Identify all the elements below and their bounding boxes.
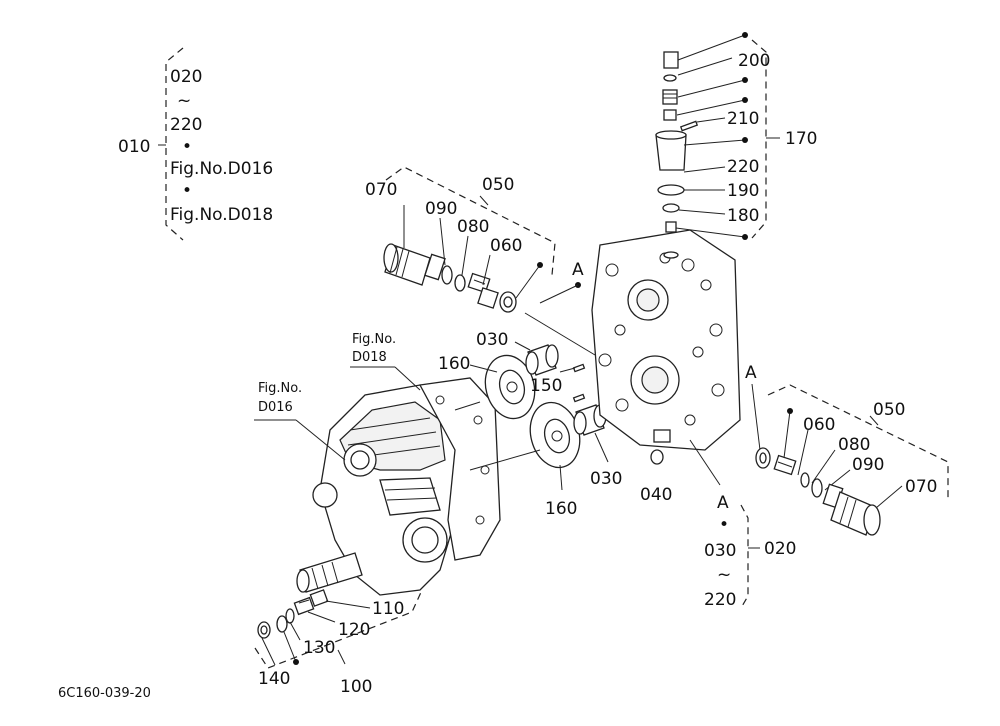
part-label-010[interactable]: 010 xyxy=(118,137,150,157)
part-040[interactable] xyxy=(650,449,664,465)
part-label-100[interactable]: 100 xyxy=(340,677,372,697)
part-080-right[interactable] xyxy=(800,472,810,488)
part-label-040[interactable]: 040 xyxy=(640,485,672,505)
ref-fig-d018[interactable]: Fig.No.D018 xyxy=(170,205,273,225)
ref-d016[interactable]: D016 xyxy=(258,400,293,415)
ref-fig-no-d018-title: Fig.No. xyxy=(352,332,396,347)
drawing-id: 6C160-039-20 xyxy=(58,686,151,701)
part-label-170[interactable]: 170 xyxy=(785,129,817,149)
part-label-060-right[interactable]: 060 xyxy=(803,415,835,435)
group-050-right: 050 A 060 080 090 070 xyxy=(745,363,949,536)
marker-a-center: A xyxy=(572,260,584,280)
range-start-030[interactable]: 030 xyxy=(704,541,736,561)
transmission-housing-d016[interactable]: Fig.No. D016 xyxy=(254,377,501,596)
part-label-160-upper[interactable]: 160 xyxy=(438,354,470,374)
part-090-left[interactable] xyxy=(441,265,453,285)
part-090-right[interactable] xyxy=(811,478,823,498)
range-end-220[interactable]: 220 xyxy=(170,115,202,135)
part-label-080-right[interactable]: 080 xyxy=(838,435,870,455)
part-030-lower[interactable] xyxy=(573,404,609,463)
group-100: 100 140 130 120 110 xyxy=(254,589,423,697)
range-tilde: ~ xyxy=(717,565,731,585)
part-160-upper[interactable] xyxy=(469,350,541,424)
part-label-200[interactable]: 200 xyxy=(738,51,770,71)
part-110[interactable] xyxy=(309,589,329,607)
ref-d018[interactable]: D018 xyxy=(352,350,387,365)
valve-body-plate[interactable] xyxy=(591,229,741,486)
part-washer-180[interactable] xyxy=(662,203,680,213)
part-spring[interactable] xyxy=(662,89,678,105)
range-end-220[interactable]: 220 xyxy=(704,590,736,610)
part-label-070-left[interactable]: 070 xyxy=(365,180,397,200)
part-label-210[interactable]: 210 xyxy=(727,109,759,129)
part-150-pins[interactable] xyxy=(559,363,586,403)
part-label-030-upper[interactable]: 030 xyxy=(476,330,508,350)
ref-fig-d016[interactable]: Fig.No.D016 xyxy=(170,159,273,179)
part-oring-190[interactable] xyxy=(657,184,685,196)
part-080-left[interactable] xyxy=(454,274,466,292)
part-label-030-lower[interactable]: 030 xyxy=(590,469,622,489)
separator-dot: • xyxy=(182,181,192,201)
group-170: 170 200 210 220 190 180 xyxy=(655,32,817,259)
part-label-090-right[interactable]: 090 xyxy=(852,455,884,475)
part-label-020[interactable]: 020 xyxy=(764,539,796,559)
group-050-left: 050 070 090 080 060 xyxy=(365,166,556,313)
separator-dot: • xyxy=(719,515,729,535)
part-plug-top[interactable] xyxy=(663,51,679,69)
range-start-020[interactable]: 020 xyxy=(170,67,202,87)
part-label-130[interactable]: 130 xyxy=(303,638,335,658)
marker-a-right: A xyxy=(745,363,757,383)
part-label-190[interactable]: 190 xyxy=(727,181,759,201)
group-010: 010 020 ~ 220 • Fig.No.D016 • Fig.No.D01… xyxy=(118,47,273,241)
part-label-120[interactable]: 120 xyxy=(338,620,370,640)
part-120[interactable] xyxy=(293,596,315,616)
part-130[interactable] xyxy=(285,608,295,624)
part-label-080-left[interactable]: 080 xyxy=(457,217,489,237)
ref-fig-no-d016-title: Fig.No. xyxy=(258,381,302,396)
part-label-140[interactable]: 140 xyxy=(258,669,290,689)
group-020: A • 030 ~ 220 020 xyxy=(704,493,796,610)
part-030-upper[interactable] xyxy=(514,341,559,376)
part-label-050-left[interactable]: 050 xyxy=(482,175,514,195)
part-label-220[interactable]: 220 xyxy=(727,157,759,177)
part-label-150[interactable]: 150 xyxy=(530,376,562,396)
part-valve-spool[interactable] xyxy=(655,134,687,171)
part-label-060-left[interactable]: 060 xyxy=(490,236,522,256)
part-label-050-right[interactable]: 050 xyxy=(873,400,905,420)
part-label-110[interactable]: 110 xyxy=(372,599,404,619)
range-tilde: ~ xyxy=(177,91,191,111)
marker-a-020: A xyxy=(717,493,729,513)
part-label-160-lower[interactable]: 160 xyxy=(545,499,577,519)
part-label-180[interactable]: 180 xyxy=(727,206,759,226)
part-label-090-left[interactable]: 090 xyxy=(425,199,457,219)
ref-d018-callout: Fig.No. D018 xyxy=(350,332,421,391)
part-160-lower[interactable] xyxy=(523,397,586,491)
part-label-070-right[interactable]: 070 xyxy=(905,477,937,497)
separator-dot: • xyxy=(182,137,192,157)
